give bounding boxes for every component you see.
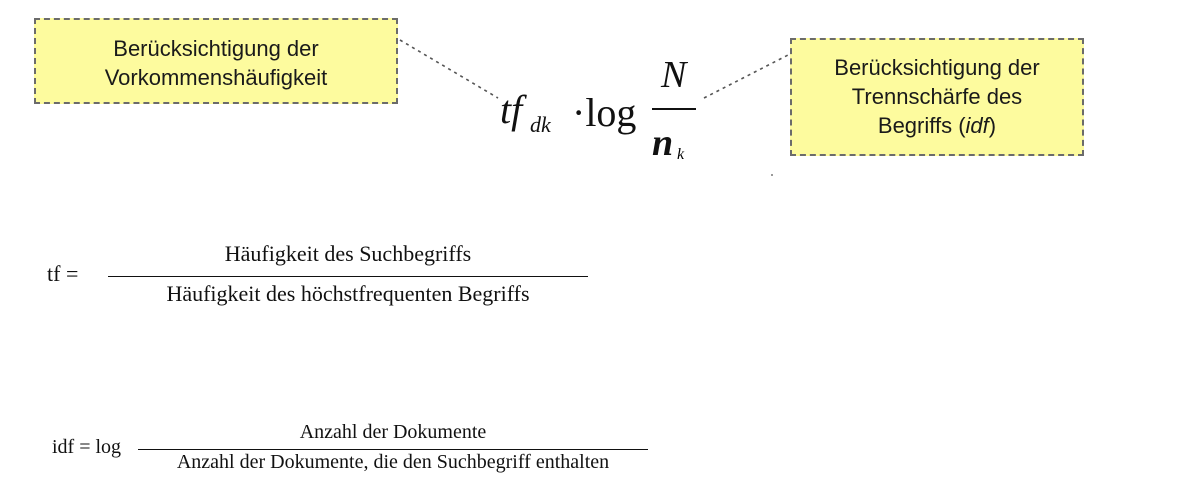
callout-right-line3-suffix: )	[988, 113, 997, 138]
connector-right	[703, 53, 791, 99]
callout-left-line2: Vorkommenshäufigkeit	[104, 65, 328, 90]
callout-right-line1: Berücksichtigung der	[834, 55, 1040, 80]
formula-fraction-bar	[652, 108, 696, 110]
callout-right-line3: Begriffs (idf)	[792, 111, 1082, 140]
callout-left-line1: Berücksichtigung der	[113, 36, 319, 61]
callout-right-line3-prefix: Begriffs (	[877, 113, 966, 138]
formula-denominator-subscript: k	[677, 146, 685, 163]
callout-term-frequency: Berücksichtigung der Vorkommenshäufigkei…	[34, 18, 398, 104]
formula-denominator: n	[652, 122, 674, 164]
idf-lhs: idf = log	[52, 436, 122, 458]
idf-denominator: Anzahl der Dokumente, die den Suchbegrif…	[176, 451, 610, 473]
tf-fraction-bar	[108, 276, 588, 277]
idf-numerator: Anzahl der Dokumente	[299, 421, 487, 443]
callout-right-line2: Trennschärfe des	[851, 84, 1023, 109]
formula-tf-subscript: dk	[530, 112, 551, 137]
connector-left	[399, 39, 499, 99]
formula-tf: tf	[500, 87, 523, 132]
idf-fraction-bar	[138, 449, 648, 450]
formula-dot-log: ·log	[572, 90, 637, 135]
formula-numerator: N	[661, 54, 687, 96]
tf-numerator: Häufigkeit des Suchbegriffs	[224, 241, 472, 266]
callout-idf: Berücksichtigung der Trennschärfe des Be…	[790, 38, 1084, 156]
callout-right-idf-term: idf	[965, 113, 989, 138]
image-speck	[771, 174, 773, 176]
tf-denominator: Häufigkeit des höchstfrequenten Begriffs	[166, 281, 530, 306]
tf-lhs: tf =	[47, 261, 79, 286]
